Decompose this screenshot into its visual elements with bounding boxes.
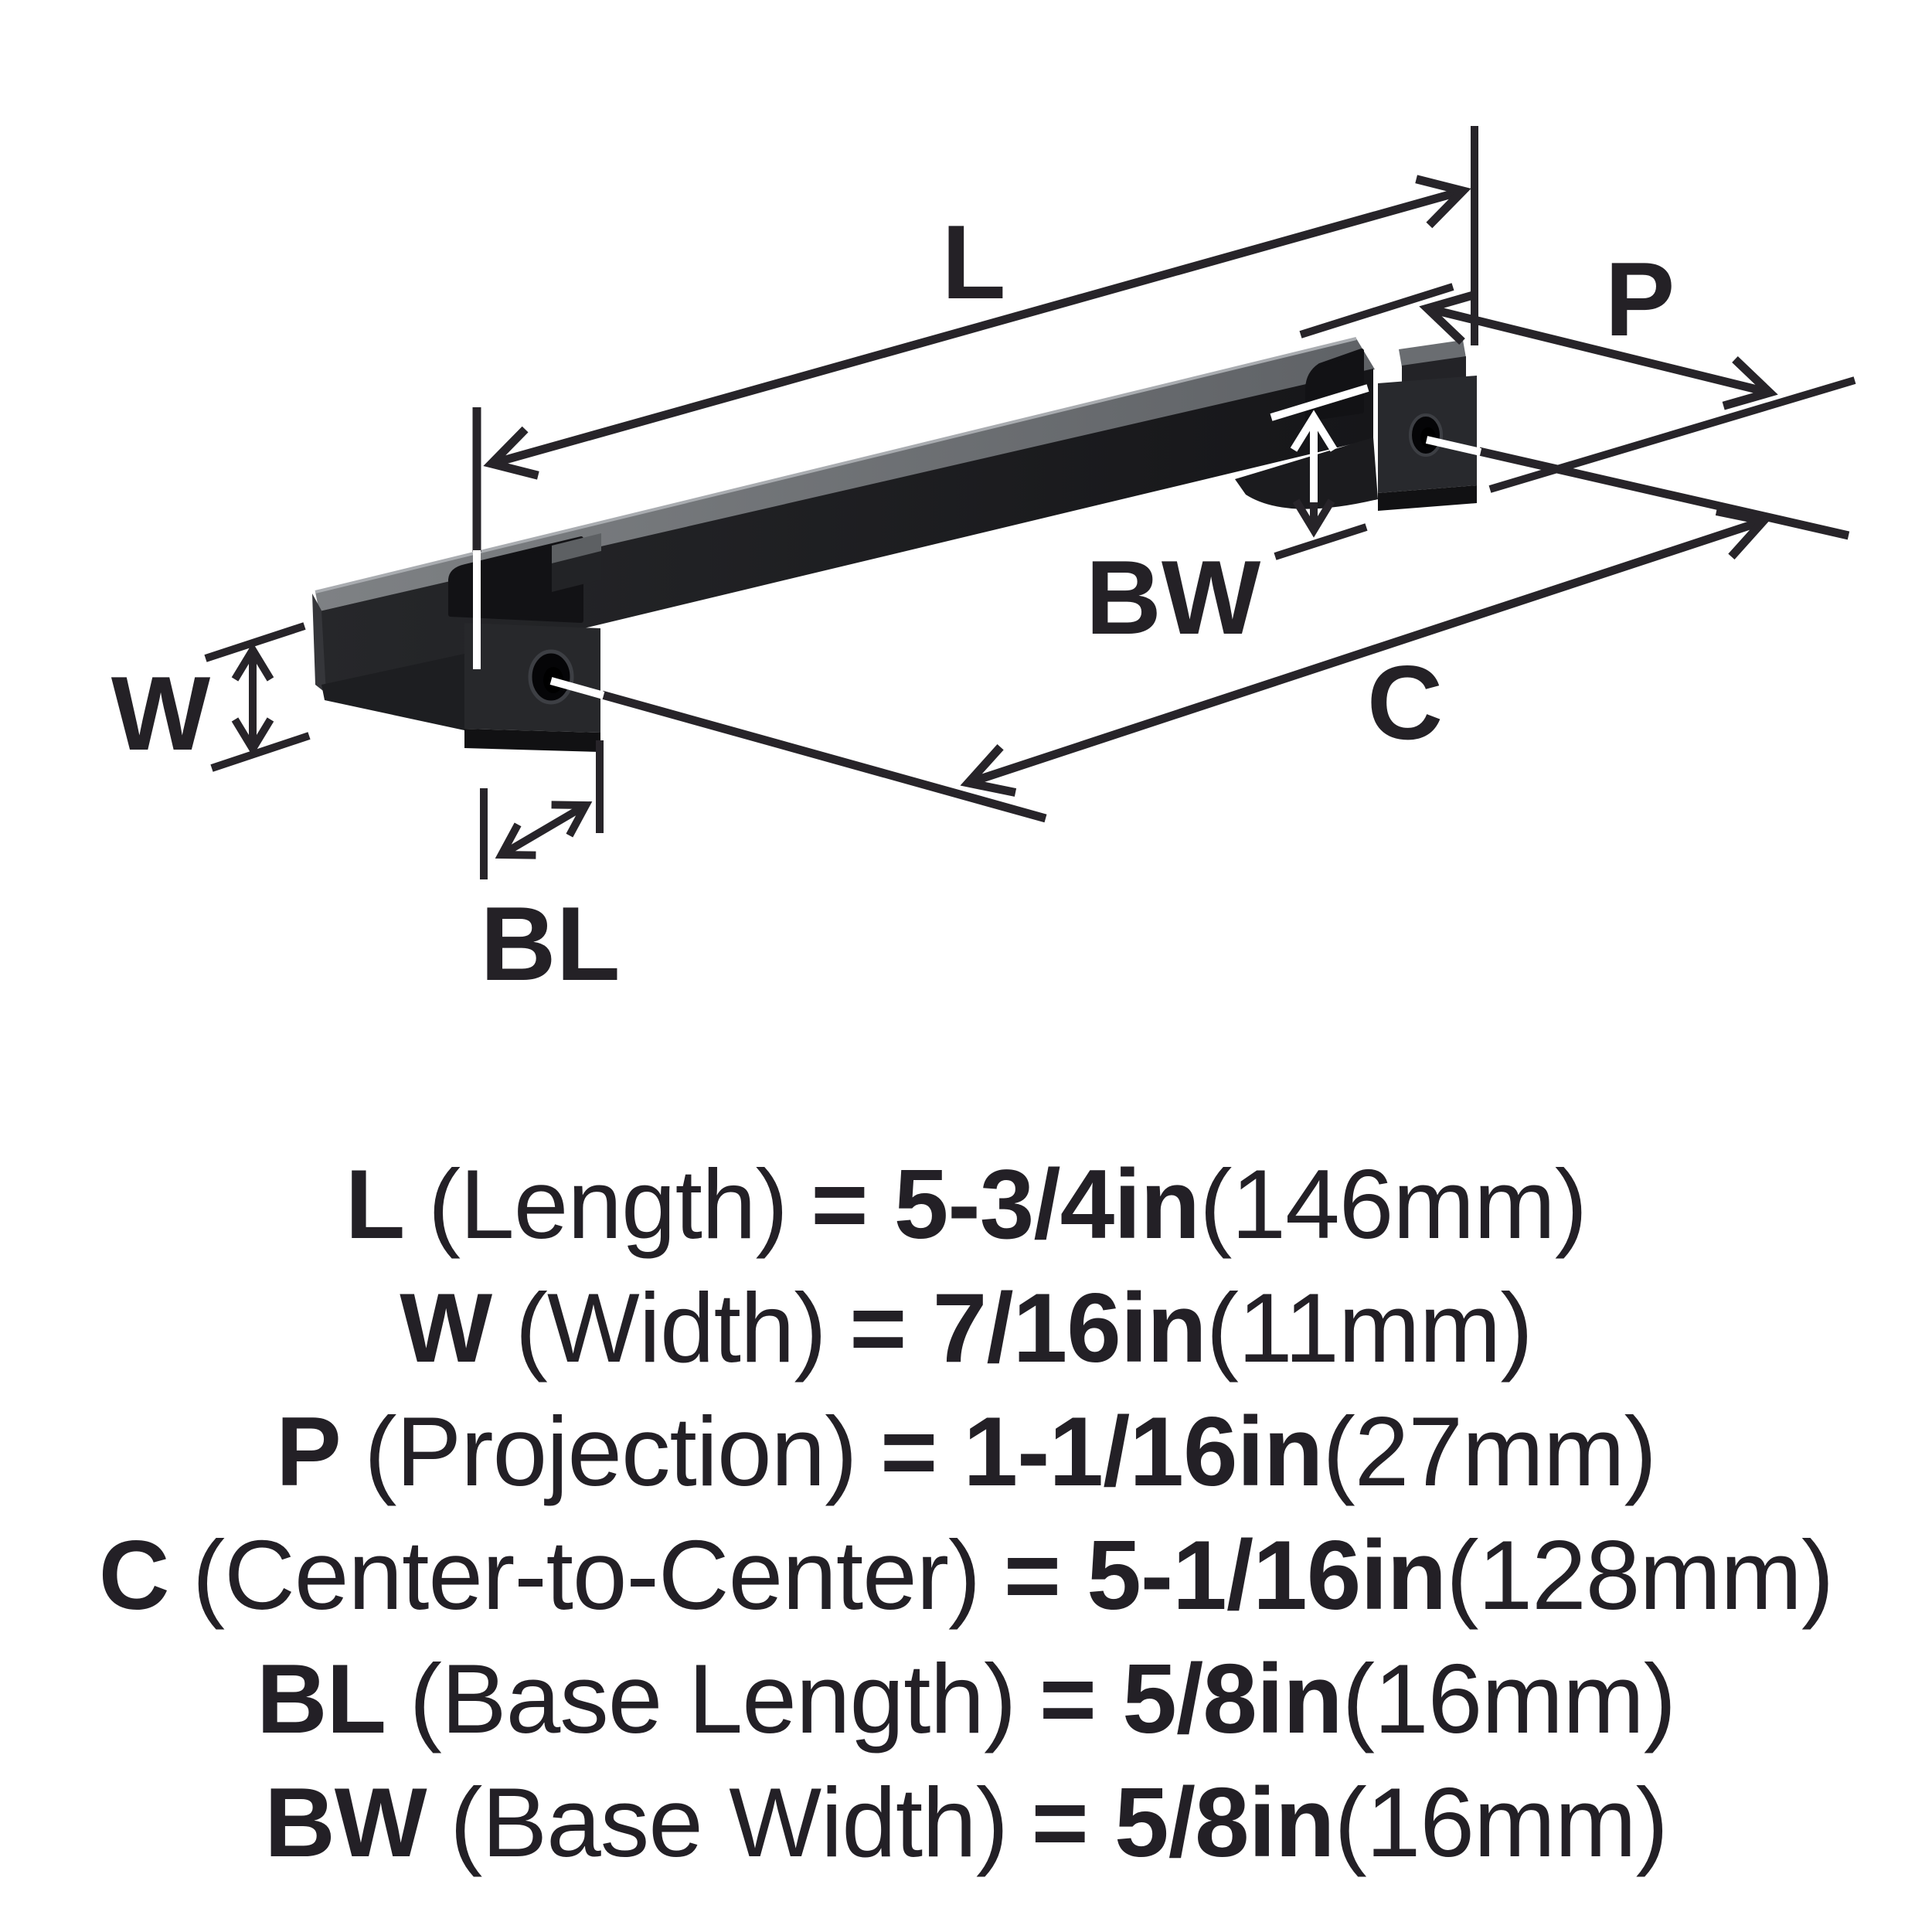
dim-line-P <box>1419 291 1778 410</box>
legend-description: (Length) <box>427 1149 788 1259</box>
legend-symbol: BW <box>264 1767 427 1877</box>
legend-value: = 5-1/16in <box>1003 1520 1447 1630</box>
dim-line-C <box>960 507 1772 797</box>
legend-row-width: W(Width)= 7/16in(11mm) <box>0 1266 1932 1389</box>
dim-line-L <box>483 175 1471 480</box>
legend-metric: (16mm) <box>1334 1767 1668 1877</box>
dim-label-W: W <box>111 655 211 772</box>
witness-tick-W-top <box>204 622 306 662</box>
legend-row-length: L(Length)= 5-3/4in(146mm) <box>0 1142 1932 1266</box>
legend-symbol: W <box>400 1273 492 1383</box>
legend-symbol: BL <box>256 1644 386 1753</box>
legend-metric: (146mm) <box>1199 1149 1587 1259</box>
legend-value: = 5/8in <box>1031 1767 1335 1877</box>
dimension-legend: L(Length)= 5-3/4in(146mm) W(Width)= 7/16… <box>0 1142 1932 1884</box>
dim-label-BL: BL <box>480 885 620 1002</box>
legend-value: = 1-1/16in <box>880 1396 1323 1506</box>
handle-left-notch <box>448 536 583 623</box>
dimension-annotations <box>204 126 1856 879</box>
legend-metric: (11mm) <box>1206 1273 1533 1383</box>
legend-symbol: P <box>276 1396 342 1506</box>
leader-left-hole-black <box>600 690 1047 823</box>
dim-label-L: L <box>941 203 1005 321</box>
left-post-tab-top <box>552 533 601 565</box>
leader-right-hole-white <box>1425 436 1482 456</box>
dim-label-P: P <box>1605 240 1675 358</box>
legend-metric: (16mm) <box>1342 1644 1676 1753</box>
legend-description: (Center-to-Center) <box>192 1520 981 1630</box>
legend-row-center-to-center: C(Center-to-Center)= 5-1/16in(128mm) <box>0 1513 1932 1637</box>
dim-label-C: C <box>1367 644 1443 761</box>
legend-value: = 5-3/4in <box>811 1149 1200 1259</box>
dim-arrow-BL <box>495 801 593 859</box>
legend-description: (Projection) <box>364 1396 857 1506</box>
handle-left-end-face <box>312 594 326 693</box>
witness-line-mount-plane <box>1488 376 1856 493</box>
witness-tick-W-bottom <box>210 732 311 772</box>
dim-label-BW: BW <box>1086 539 1261 656</box>
left-screw-hole <box>528 649 574 705</box>
legend-description: (Width) <box>515 1273 827 1383</box>
legend-description: (Base Length) <box>409 1644 1017 1753</box>
white-overlay-marks <box>473 384 1482 699</box>
witness-tick-BW-top-white <box>1270 384 1369 421</box>
legend-row-projection: P(Projection)= 1-1/16in(27mm) <box>0 1389 1932 1513</box>
witness-tick-BW-bottom <box>1274 523 1368 560</box>
legend-symbol: L <box>345 1149 406 1259</box>
leader-right-hole-black <box>1478 447 1850 540</box>
left-foot-lip <box>464 729 600 752</box>
legend-value: = 5/8in <box>1039 1644 1343 1753</box>
leader-left-hole-white <box>549 677 605 699</box>
legend-symbol: C <box>98 1520 170 1630</box>
legend-description: (Base Width) <box>450 1767 1009 1877</box>
legend-row-base-length: BL(Base Length)= 5/8in(16mm) <box>0 1637 1932 1760</box>
legend-row-base-width: BW(Base Width)= 5/8in(16mm) <box>0 1760 1932 1884</box>
legend-value: = 7/16in <box>849 1273 1206 1383</box>
handle-left-leg <box>321 654 464 730</box>
left-post-tab-front <box>552 551 601 592</box>
right-foot-lip <box>1378 485 1477 511</box>
right-screw-hole <box>1409 413 1443 457</box>
legend-metric: (128mm) <box>1446 1520 1834 1630</box>
legend-metric: (27mm) <box>1322 1396 1656 1506</box>
